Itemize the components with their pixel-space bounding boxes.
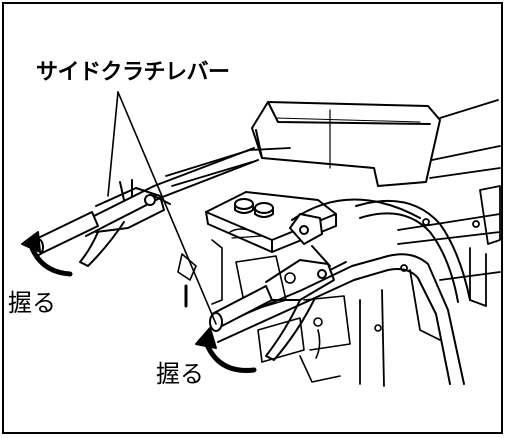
engine-illustration bbox=[177, 239, 382, 383]
hopper-illustration bbox=[251, 101, 441, 187]
left-grip-illustration bbox=[32, 179, 171, 267]
handlebar-illustration bbox=[77, 147, 471, 385]
right-grip-arrow bbox=[195, 327, 257, 373]
grip-label-right: 握る bbox=[156, 360, 204, 388]
left-grip-arrow bbox=[21, 231, 73, 277]
leader-lines bbox=[107, 91, 217, 325]
right-grip-illustration bbox=[209, 213, 347, 361]
lever-label: サイドクラチレバー bbox=[36, 60, 230, 85]
control-panel-illustration bbox=[205, 191, 337, 253]
grip-label-left: 握る bbox=[8, 289, 56, 317]
